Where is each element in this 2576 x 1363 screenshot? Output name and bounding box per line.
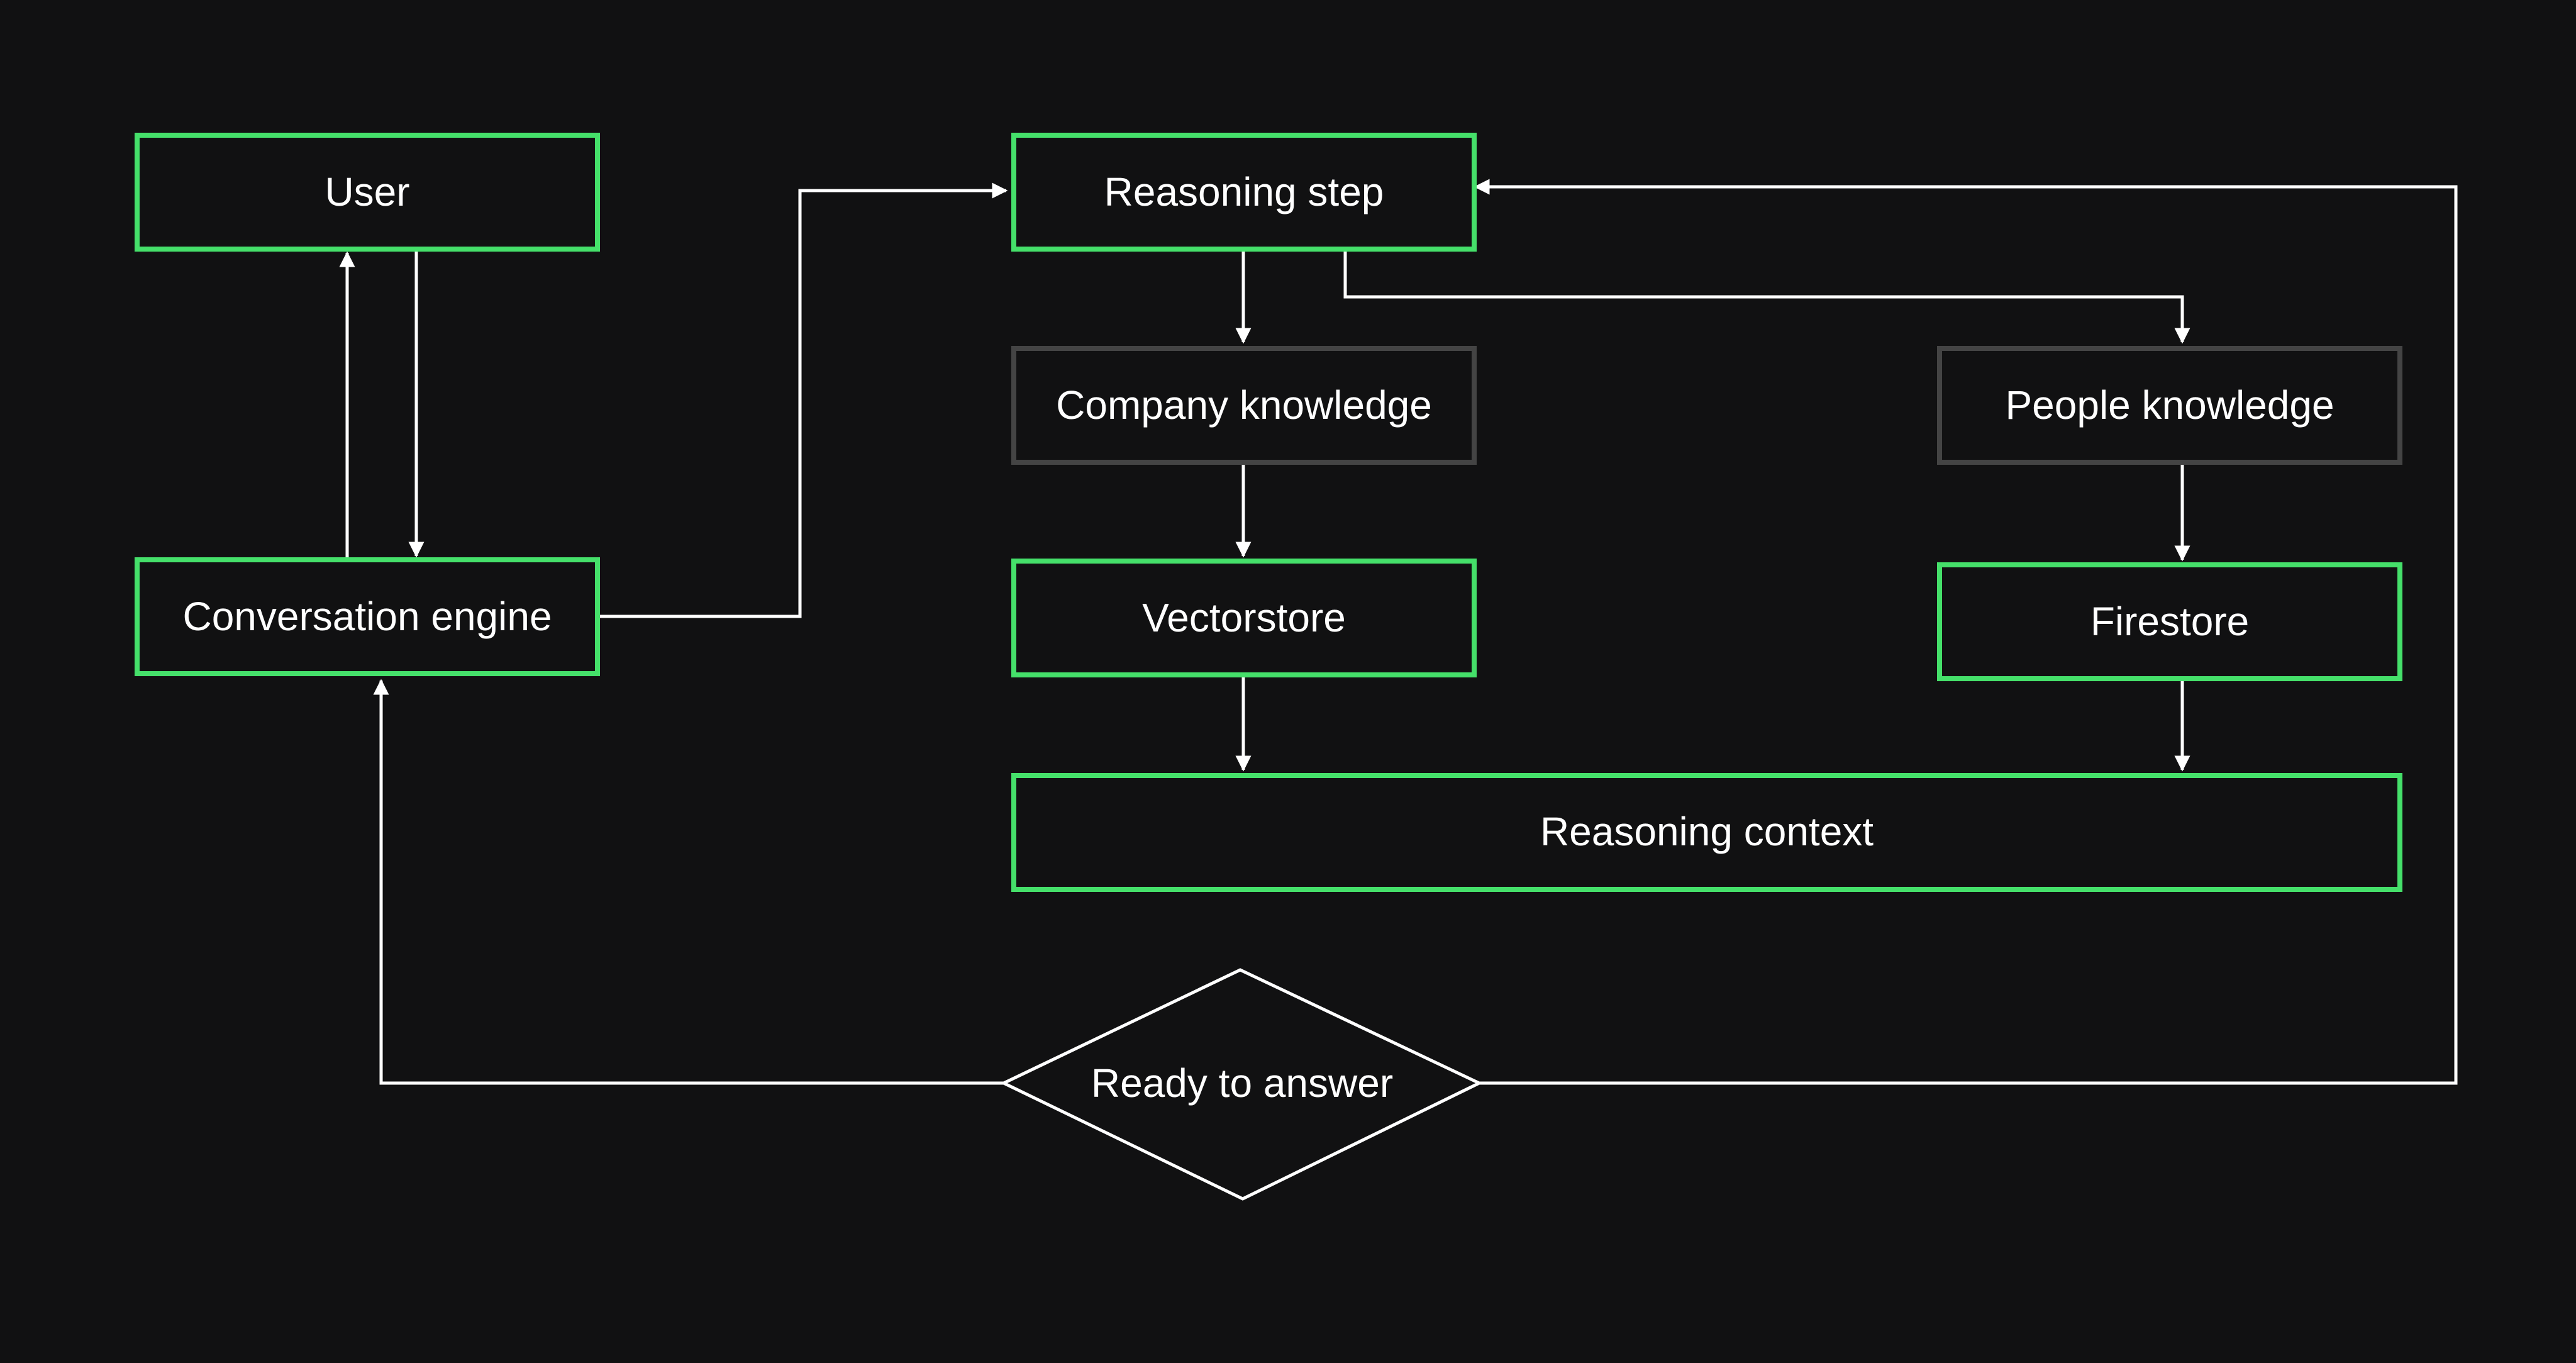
node-vectorstore-box: [1011, 559, 1477, 677]
node-reasoning-step-label: Reasoning step: [1104, 169, 1384, 214]
node-company-knowledge-box: [1011, 346, 1477, 465]
edge-ready-to-answer-to-conversation-engine: [373, 679, 1004, 1085]
edges: [339, 179, 2458, 1085]
node-vectorstore-label: Vectorstore: [1142, 595, 1346, 640]
node-vectorstore: Vectorstore: [1011, 559, 1477, 677]
node-company-knowledge-label: Company knowledge: [1056, 382, 1432, 428]
node-firestore: Firestore: [1937, 562, 2402, 681]
node-conversation-engine-label: Conversation engine: [182, 594, 552, 639]
node-reasoning-context-box: [1011, 773, 2402, 892]
node-people-knowledge-label: People knowledge: [2005, 382, 2334, 428]
node-reasoning-step: Reasoning step: [1011, 133, 1477, 252]
node-people-knowledge: People knowledge: [1937, 346, 2402, 465]
node-user: User: [135, 133, 600, 252]
node-conversation-engine-box: [135, 557, 600, 676]
node-firestore-label: Firestore: [2090, 599, 2250, 644]
node-reasoning-step-box: [1011, 133, 1477, 252]
node-reasoning-context-label: Reasoning context: [1540, 809, 1874, 854]
node-ready-to-answer: Ready to answer: [1000, 968, 1483, 1201]
node-user-box: [135, 133, 600, 252]
node-conversation-engine: Conversation engine: [135, 557, 600, 676]
node-firestore-box: [1937, 562, 2402, 681]
edge-ready-to-answer-to-reasoning-step: [1474, 179, 2458, 1085]
node-ready-to-answer-label: Ready to answer: [1091, 1060, 1393, 1106]
node-company-knowledge: Company knowledge: [1011, 346, 1477, 465]
edge-reasoning-step-to-people-knowledge: [1343, 249, 2190, 344]
node-reasoning-context: Reasoning context: [1011, 773, 2402, 892]
node-user-label: User: [325, 169, 409, 214]
node-people-knowledge-box: [1937, 346, 2402, 465]
edge-conversation-engine-to-reasoning-step: [599, 182, 1008, 618]
node-ready-to-answer-diamond: [1000, 968, 1483, 1201]
